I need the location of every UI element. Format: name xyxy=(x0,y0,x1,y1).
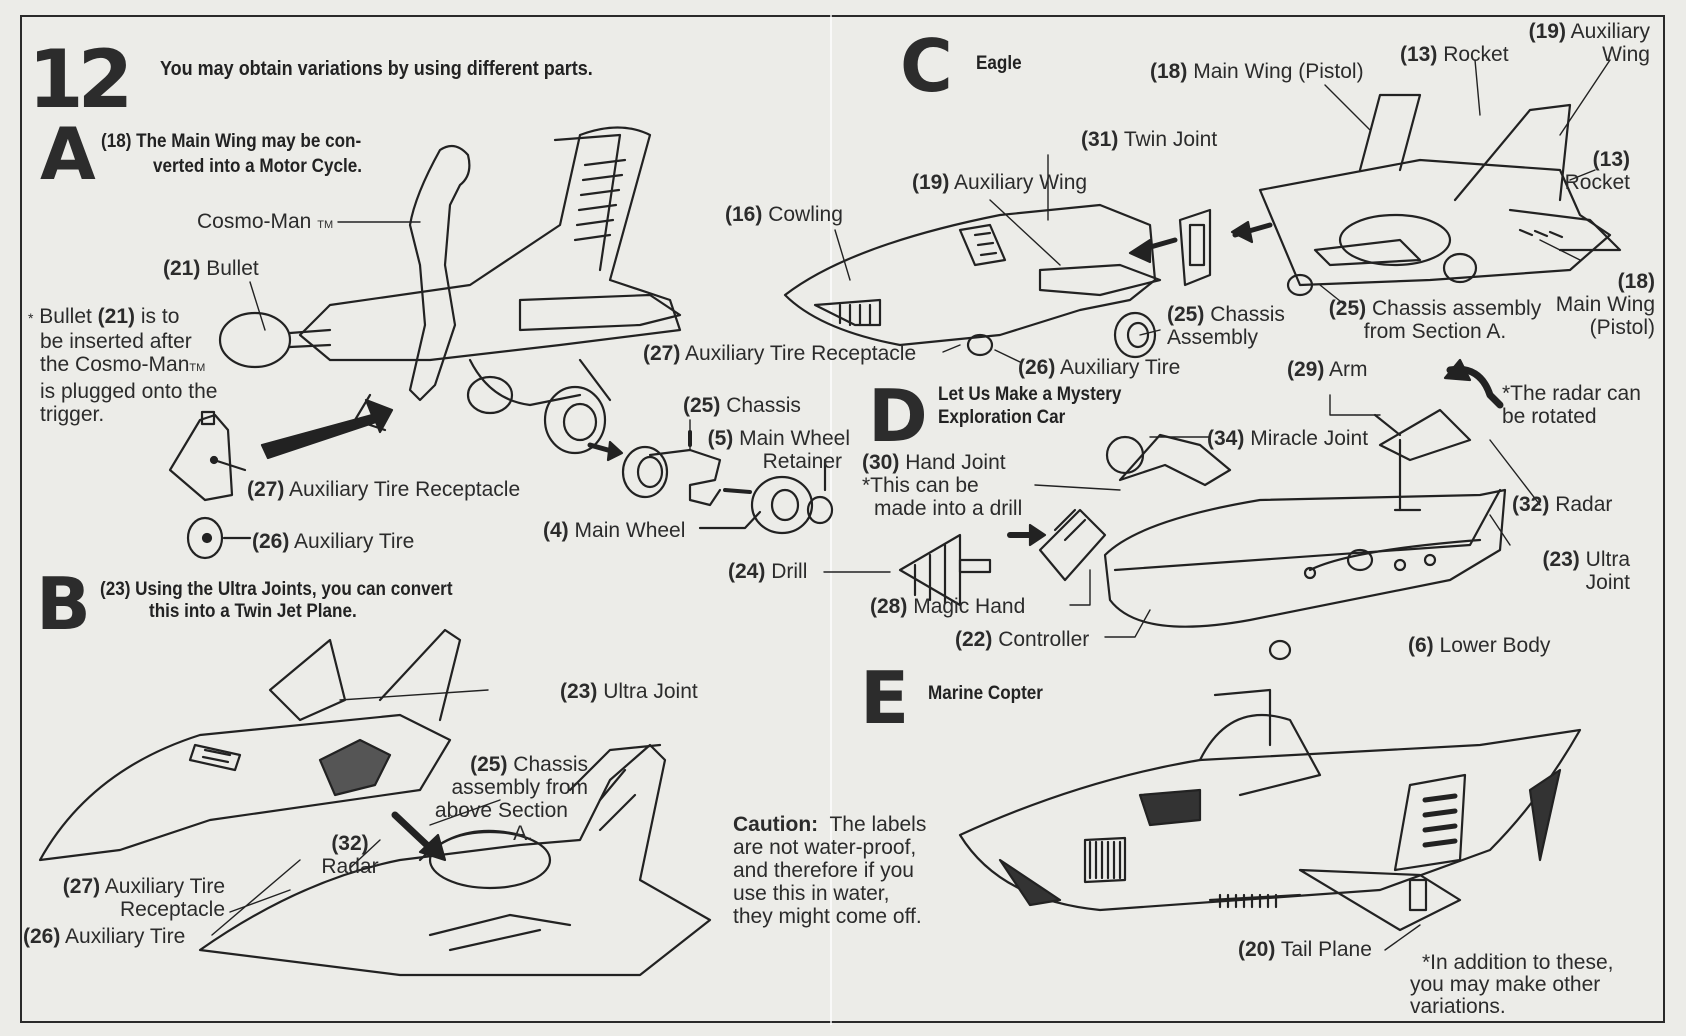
label-d-arm: (29) Arm xyxy=(1287,358,1368,381)
radar-rotate-note: *The radar can be rotated xyxy=(1502,382,1641,428)
label-a-aux-tire: (26) Auxiliary Tire xyxy=(252,530,415,553)
section-d-heading-1: Let Us Make a Mystery xyxy=(938,384,1122,405)
label-b-aux-tire: (26) Auxiliary Tire xyxy=(23,925,186,948)
intro-text: You may obtain variations by using diffe… xyxy=(160,58,593,80)
label-a-retainer: (5) Main Wheel Retainer xyxy=(707,427,850,473)
label-c-rocket-right: (13) Rocket xyxy=(1564,148,1630,194)
fold-crease xyxy=(830,15,832,1025)
caution-note: Caution: The labels are not water-proof,… xyxy=(733,813,927,928)
section-letter-a: A xyxy=(40,112,96,196)
label-d-drill: (24) Drill xyxy=(728,560,808,583)
label-b-receptacle: (27) Auxiliary Tire Receptacle xyxy=(62,875,225,921)
label-c-receptacle: (27) Auxiliary Tire Receptacle xyxy=(643,342,917,365)
label-d-ultra-joint: (23) Ultra Joint xyxy=(1542,548,1630,594)
label-d-miracle-joint: (34) Miracle Joint xyxy=(1207,427,1369,450)
section-letter-c: C xyxy=(900,24,953,108)
label-e-tail-plane: (20) Tail Plane xyxy=(1238,938,1372,961)
label-c-rocket-top: (13) Rocket xyxy=(1400,43,1509,66)
page-frame xyxy=(20,15,1665,1023)
label-d-lower-body: (6) Lower Body xyxy=(1408,634,1551,657)
label-b-radar: (32) Radar xyxy=(321,832,379,878)
leader-lines xyxy=(211,59,1611,951)
motorcycle-illustration xyxy=(168,126,834,560)
section-letter-e: E xyxy=(860,656,910,740)
eagle-illustration xyxy=(783,93,1622,359)
label-cosmo-man: Cosmo-Man TM xyxy=(197,210,334,233)
section-letter-d: D xyxy=(868,374,928,458)
label-d-magic-hand: (28) Magic Hand xyxy=(870,595,1026,618)
label-c-twin-joint: (31) Twin Joint xyxy=(1081,128,1218,151)
section-b-heading-1: (23) Using the Ultra Joints, you can con… xyxy=(100,579,453,600)
label-c-aux-wing: (19) Auxiliary Wing xyxy=(912,171,1088,194)
step-number: 12 xyxy=(28,33,133,126)
section-c-heading: Eagle xyxy=(976,53,1022,74)
label-c-chassis-from-a: (25) Chassis assembly from Section A. xyxy=(1328,297,1542,343)
label-c-chassis-assembly: (25) Chassis Assembly xyxy=(1167,303,1285,349)
twin-jet-illustration xyxy=(38,628,712,977)
section-b-heading-2: this into a Twin Jet Plane. xyxy=(149,601,357,622)
section-letter-b: B xyxy=(36,562,91,646)
label-d-controller: (22) Controller xyxy=(955,628,1090,651)
label-c-main-wing-right: (18) Main Wing (Pistol) xyxy=(1555,270,1655,339)
label-c-main-wing: (18) Main Wing (Pistol) xyxy=(1150,60,1364,83)
footer-note: *In addition to these, you may make othe… xyxy=(1410,951,1614,1018)
exploration-car-illustration xyxy=(898,358,1507,661)
label-a-main-wheel: (4) Main Wheel xyxy=(543,519,686,542)
section-d-heading-2: Exploration Car xyxy=(938,407,1066,428)
label-c-cowling: (16) Cowling xyxy=(725,203,843,226)
bullet-note: * Bullet (21) is to be inserted after th… xyxy=(28,305,218,426)
label-bullet: (21) Bullet xyxy=(163,257,259,280)
label-a-receptacle: (27) Auxiliary Tire Receptacle xyxy=(247,478,521,501)
section-a-heading-2: verted into a Motor Cycle. xyxy=(153,156,363,177)
label-a-chassis: (25) Chassis xyxy=(683,394,801,417)
label-b-ultra-joint: (23) Ultra Joint xyxy=(560,680,698,703)
marine-copter-illustration xyxy=(958,688,1582,932)
section-a-heading-1: (18) The Main Wing may be con- xyxy=(101,131,362,152)
label-d-hand-joint: (30) Hand Joint *This can be made into a… xyxy=(862,451,1023,520)
section-e-heading: Marine Copter xyxy=(928,683,1043,704)
label-b-chassis: (25) Chassis assembly from above Section… xyxy=(434,753,588,845)
label-c-aux-wing-right: (19) Auxiliary Wing xyxy=(1528,20,1650,66)
label-c-aux-tire: (26) Auxiliary Tire xyxy=(1018,356,1181,379)
label-d-radar: (32) Radar xyxy=(1512,493,1613,516)
